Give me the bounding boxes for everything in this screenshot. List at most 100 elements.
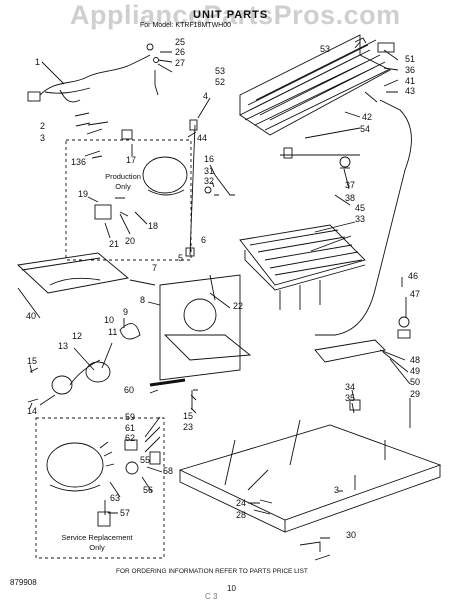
service-note-line2: Only [89, 543, 105, 552]
callout-47: 47 [410, 289, 421, 299]
bracket-51 [377, 42, 395, 53]
callout-27: 27 [175, 58, 186, 68]
callout-26: 26 [175, 47, 186, 57]
callout-5: 5 [178, 253, 184, 263]
drain-pan [17, 252, 130, 294]
wire-harness [39, 54, 151, 96]
watermark: AppliancePartsPros.com [70, 0, 401, 30]
condenser-coil [239, 34, 391, 136]
callout-54: 54 [360, 124, 371, 134]
callout-6: 6 [201, 235, 207, 245]
callout-15a: 15 [27, 356, 38, 366]
front-rail [299, 541, 331, 561]
base-frame [178, 419, 442, 533]
page-number: 10 [227, 584, 236, 593]
callout-36: 36 [405, 65, 416, 75]
diagram-title: UNIT PARTS [193, 9, 269, 21]
callout-42: 42 [362, 112, 373, 122]
production-only-box [65, 139, 192, 261]
callout-53a: 53 [215, 66, 226, 76]
callout-50: 50 [410, 377, 421, 387]
bottom-marks: C 3 [205, 592, 218, 600]
callout-9: 9 [123, 307, 129, 317]
drain-tube [189, 124, 196, 256]
condenser-fan-motor [85, 361, 111, 383]
callout-10: 10 [104, 315, 115, 325]
callout-22: 22 [233, 301, 244, 311]
callout-15b: 15 [183, 411, 194, 421]
callout-37: 37 [345, 180, 356, 190]
compressor-service [46, 442, 104, 488]
figure-id: 879908 [10, 578, 37, 587]
callout-34: 34 [345, 382, 356, 392]
callout-12: 12 [72, 331, 83, 341]
callout-60: 60 [124, 385, 135, 395]
callout-31: 31 [204, 166, 215, 176]
relay-part [121, 129, 133, 140]
callout-43: 43 [405, 86, 416, 96]
production-only-note: Production Only [93, 172, 153, 192]
compressor-production [142, 156, 188, 194]
callout-46: 46 [408, 271, 419, 281]
callout-32: 32 [204, 176, 215, 186]
callout-51: 51 [405, 54, 416, 64]
part-60 [149, 378, 186, 387]
callout-14: 14 [27, 406, 38, 416]
callout-28: 28 [236, 510, 247, 520]
callout-35: 35 [345, 393, 356, 403]
callout-16: 16 [204, 154, 215, 164]
drain-bracket [214, 174, 235, 196]
callout-17: 17 [126, 155, 137, 165]
callout-61: 61 [125, 423, 136, 433]
callout-25: 25 [175, 37, 186, 47]
callout-63: 63 [110, 493, 121, 503]
callout-7: 7 [152, 263, 158, 273]
callout-62: 62 [125, 433, 136, 443]
callout-56: 56 [143, 485, 154, 495]
ordering-info: FOR ORDERING INFORMATION REFER TO PARTS … [116, 568, 308, 575]
callout-58: 58 [163, 466, 174, 476]
callout-4: 4 [203, 91, 209, 101]
callout-33: 33 [355, 214, 366, 224]
callout-24: 24 [236, 498, 247, 508]
harness-plug [27, 91, 41, 102]
service-replacement-box [35, 417, 165, 559]
callout-53b: 53 [320, 44, 331, 54]
drain-trough [314, 339, 386, 363]
callout-11: 11 [108, 327, 118, 337]
production-note-line1: Production [105, 172, 141, 181]
callout-45: 45 [355, 203, 366, 213]
overload-part [94, 204, 112, 220]
refrigerant-line [315, 99, 412, 336]
callout-2: 2 [40, 121, 46, 131]
callout-136: 136 [71, 157, 87, 167]
callout-48: 48 [410, 355, 421, 365]
fan-shroud [159, 274, 241, 381]
evaporator-coil [239, 224, 366, 310]
service-replacement-note: Service Replacement Only [42, 533, 152, 553]
callout-3: 3 [40, 133, 46, 143]
callout-59: 59 [125, 412, 136, 422]
callout-52: 52 [215, 77, 226, 87]
callout-18: 18 [148, 221, 159, 231]
callout-30: 30 [346, 530, 357, 540]
callout-23: 23 [183, 422, 194, 432]
callout-40: 40 [26, 311, 37, 321]
callout-44: 44 [197, 133, 208, 143]
callout-20: 20 [125, 236, 136, 246]
callout-57: 57 [120, 508, 131, 518]
model-line: For Model: KTRF18MTWH00 [140, 22, 232, 29]
callout-49: 49 [410, 366, 421, 376]
callout-38: 38 [345, 193, 356, 203]
fan-blade [119, 323, 141, 340]
callout-13: 13 [58, 341, 69, 351]
callout-8: 8 [140, 295, 146, 305]
service-note-line1: Service Replacement [61, 533, 133, 542]
callout-29: 29 [410, 389, 421, 399]
callout-41: 41 [405, 76, 416, 86]
callout-3b: 3 [334, 485, 340, 495]
callout-1: 1 [35, 57, 41, 67]
callout-19: 19 [78, 189, 89, 199]
